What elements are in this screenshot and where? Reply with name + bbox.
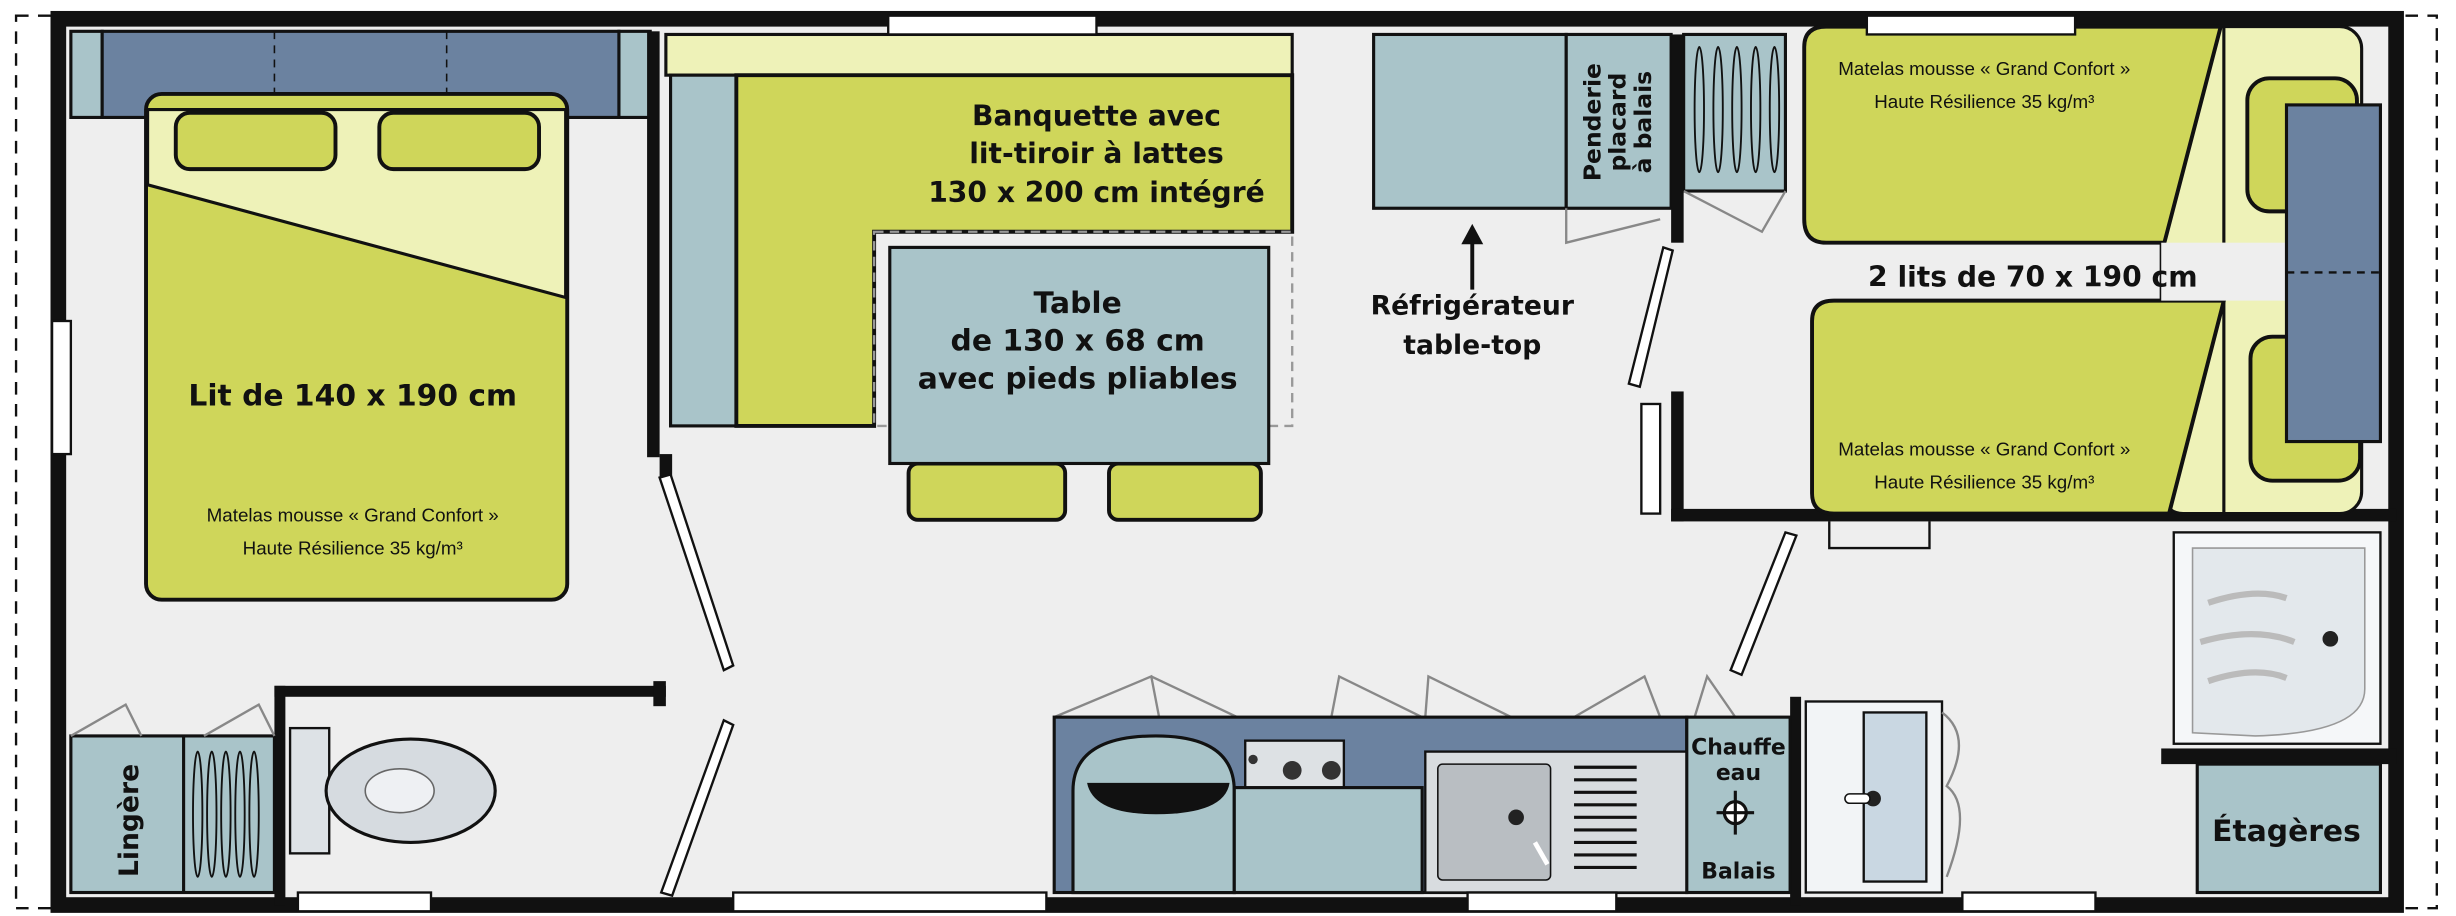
window (1961, 891, 2097, 913)
twin-bedroom: Matelas mousse « Grand Confort » Haute R… (1802, 24, 2383, 516)
water-heater-label: Chauffe (1691, 736, 1786, 761)
mattress-info: Matelas mousse « Grand Confort » (1838, 439, 2130, 460)
window (296, 891, 433, 913)
banquette-label: Banquette avec (972, 99, 1221, 132)
chair (1107, 461, 1263, 522)
window (50, 319, 73, 456)
drain (2322, 631, 2339, 647)
wall (274, 685, 666, 697)
linen-label: Lingère (114, 764, 145, 877)
wardrobe-label: placard (1604, 73, 1632, 172)
chair (906, 461, 1068, 522)
window (887, 14, 1098, 36)
nightstand-right (617, 29, 652, 120)
dishwasher (1232, 786, 1424, 895)
shelves-label: Étagères (2212, 813, 2361, 849)
table-label: avec pieds pliables (918, 361, 1238, 396)
master-bedroom: Lit de 140 x 190 cm Matelas mousse « Gra… (50, 29, 652, 602)
oven (1071, 734, 1236, 895)
kitchen: Chauffe eau Balais (1052, 673, 1792, 895)
wall (1671, 34, 1684, 243)
table-label: de 130 x 68 cm (951, 324, 1205, 359)
crosshair-icon (1716, 790, 1755, 835)
wardrobe-label: à balais (1629, 71, 1657, 174)
fridge-label: Réfrigérateur (1371, 291, 1575, 322)
fridge (1372, 32, 1568, 210)
bedroom-door[interactable] (658, 473, 735, 672)
window (1466, 891, 1618, 913)
fridge-label: table-top (1403, 330, 1541, 361)
mattress-info: Matelas mousse « Grand Confort » (1838, 58, 2130, 79)
table (888, 245, 1271, 466)
mattress-info: Haute Résilience 35 kg/m³ (243, 537, 463, 558)
shelves (2195, 762, 2383, 895)
nightstand-left (69, 29, 104, 120)
table-label: Table (1034, 286, 1122, 321)
wall (647, 31, 660, 458)
banquette: Banquette avec lit-tiroir à lattes 130 x… (664, 32, 1295, 428)
window (1865, 14, 2077, 36)
double-bed-label: Lit de 140 x 190 cm (188, 379, 517, 414)
wall (1671, 391, 1684, 522)
wall (2161, 748, 2397, 765)
bedroom-door[interactable] (1627, 245, 1675, 389)
wardrobe-label: Penderie (1579, 63, 1607, 181)
single-bed (1810, 298, 2227, 516)
wc-door[interactable] (659, 718, 735, 898)
toilet (288, 726, 497, 855)
water-heater-label: eau (1716, 761, 1761, 786)
wall (1790, 696, 1802, 906)
twin-beds-label: 2 lits de 70 x 190 cm (1868, 261, 2198, 294)
mattress-info: Haute Résilience 35 kg/m³ (1874, 472, 2094, 493)
banquette-label: 130 x 200 cm intégré (928, 176, 1265, 209)
mattress-info: Matelas mousse « Grand Confort » (207, 504, 499, 525)
window (1640, 402, 1662, 515)
pillow (173, 110, 338, 172)
wall (274, 685, 286, 906)
mattress-info: Haute Résilience 35 kg/m³ (1874, 91, 2094, 112)
pillow (377, 110, 541, 172)
broom-label: Balais (1701, 859, 1775, 884)
linen-cupboard (69, 734, 276, 895)
bathroom-door[interactable] (1729, 530, 1798, 677)
window (732, 891, 1048, 913)
arrow-up-icon (1461, 223, 1484, 290)
banquette-label: lit-tiroir à lattes (969, 137, 1223, 170)
